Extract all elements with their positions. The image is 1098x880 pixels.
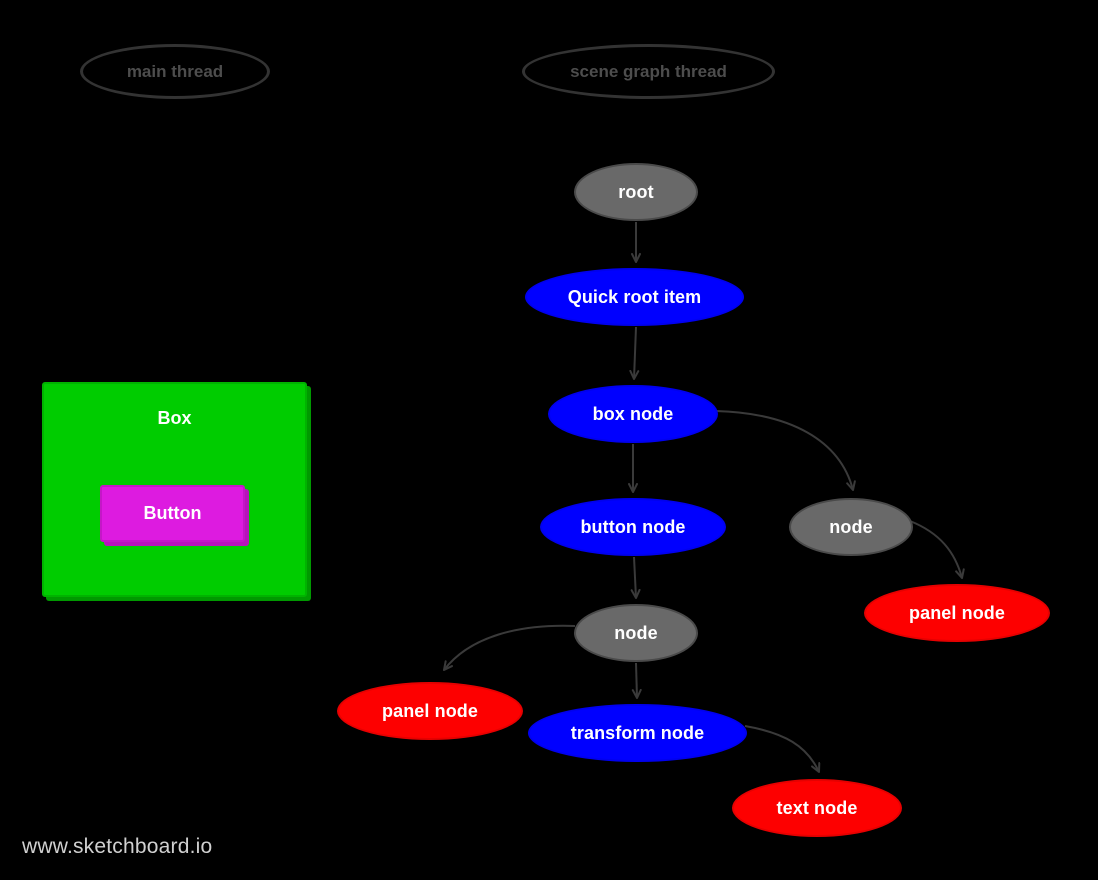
node-text-node[interactable]: text node bbox=[732, 779, 902, 837]
node-label: panel node bbox=[908, 602, 1005, 623]
edge-node-center-to-transform-node bbox=[631, 662, 642, 699]
ui-button[interactable]: Button bbox=[100, 485, 245, 542]
node-button-node[interactable]: button node bbox=[540, 498, 726, 556]
node-label: box node bbox=[592, 403, 674, 424]
node-node-right[interactable]: node bbox=[789, 498, 913, 556]
node-label: Quick root item bbox=[567, 286, 702, 307]
node-box-node[interactable]: box node bbox=[548, 385, 718, 443]
edge-node-right-to-panel-node-right bbox=[909, 520, 965, 579]
ui-box-label: Box bbox=[157, 408, 192, 428]
ui-box[interactable]: Box bbox=[42, 382, 307, 597]
node-panel-node-left[interactable]: panel node bbox=[337, 682, 523, 740]
thread-label-text: scene graph thread bbox=[570, 61, 727, 81]
ui-button-label: Button bbox=[143, 503, 202, 523]
node-quick-root-item[interactable]: Quick root item bbox=[525, 268, 744, 326]
watermark: www.sketchboard.io bbox=[22, 835, 213, 858]
edge-button-node-to-node-center bbox=[630, 556, 641, 599]
thread-label-main-thread: main thread bbox=[80, 44, 270, 99]
edge-node-center-to-panel-node-left bbox=[443, 624, 576, 671]
thread-label-scene-graph-thread: scene graph thread bbox=[522, 44, 775, 99]
node-label: transform node bbox=[570, 722, 705, 743]
node-label: root bbox=[618, 181, 654, 202]
node-root[interactable]: root bbox=[574, 163, 698, 221]
node-panel-node-right[interactable]: panel node bbox=[864, 584, 1050, 642]
node-label: text node bbox=[776, 797, 858, 818]
node-node-center[interactable]: node bbox=[574, 604, 698, 662]
node-label: node bbox=[614, 622, 658, 643]
edge-box-node-to-node-right bbox=[715, 410, 856, 491]
edge-transform-node-to-text-node bbox=[744, 725, 821, 773]
edge-quick-root-item-to-box-node bbox=[629, 326, 640, 380]
node-label: button node bbox=[580, 516, 686, 537]
node-label: panel node bbox=[381, 700, 478, 721]
node-transform-node[interactable]: transform node bbox=[528, 704, 747, 762]
node-label: node bbox=[829, 516, 873, 537]
thread-label-text: main thread bbox=[126, 61, 224, 81]
